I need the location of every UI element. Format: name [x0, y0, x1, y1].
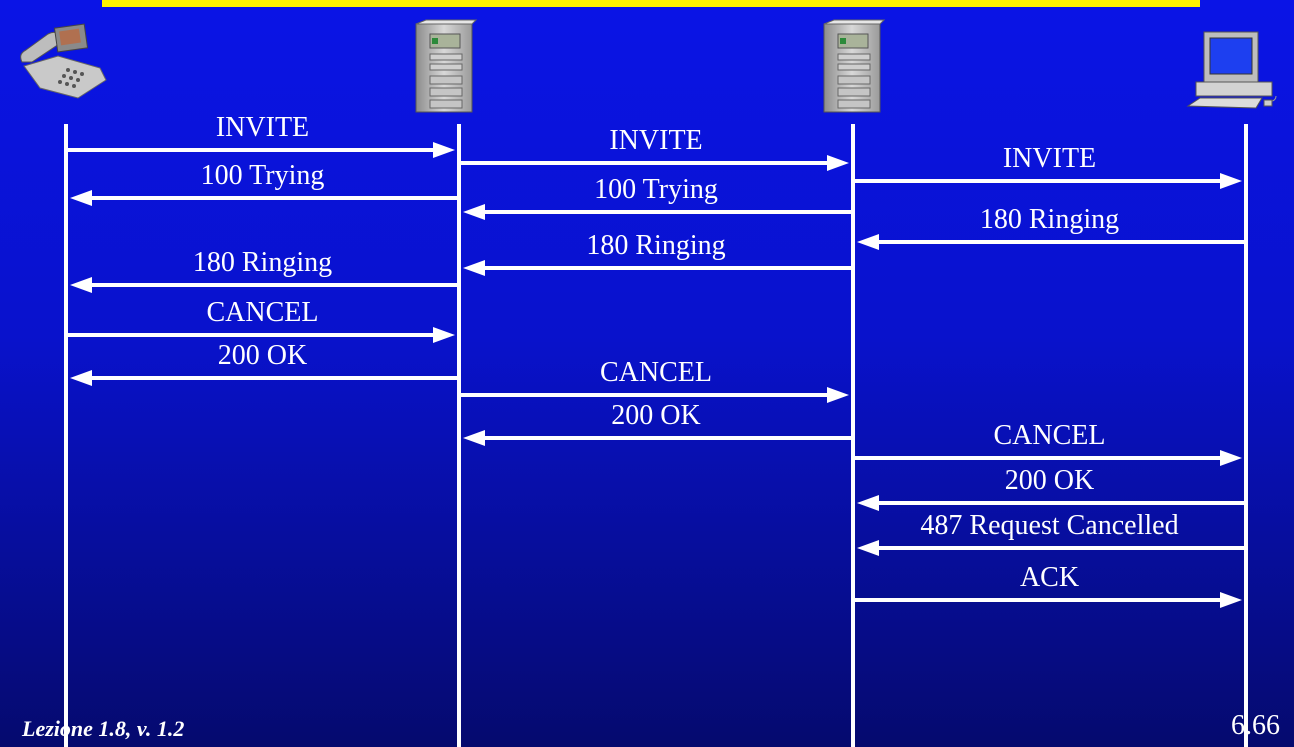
server-icon [824, 20, 884, 112]
arrow-head [1220, 450, 1242, 466]
message-label: CANCEL [207, 298, 319, 328]
arrow-head [1220, 173, 1242, 189]
arrow-head [463, 260, 485, 276]
message-arrow [70, 370, 457, 386]
message-label: INVITE [609, 126, 702, 156]
message-arrow [463, 260, 851, 276]
arrow-head [433, 142, 455, 158]
arrow-head [433, 327, 455, 343]
title-accent-bar [102, 0, 1200, 7]
message-arrow [70, 277, 457, 293]
message-arrow [461, 155, 849, 171]
message-label: 180 Ringing [193, 248, 332, 278]
message-label: 200 OK [1005, 466, 1094, 496]
arrow-head [1220, 592, 1242, 608]
message-label: 200 OK [218, 341, 307, 371]
page-number: 6.66 [1231, 710, 1280, 742]
message-label: 487 Request Cancelled [920, 511, 1178, 541]
arrow-head [463, 204, 485, 220]
server-icon [416, 20, 476, 112]
message-arrow [70, 190, 457, 206]
message-arrow [855, 173, 1242, 189]
arrow-head [70, 277, 92, 293]
footer-text: Lezione 1.8, v. 1.2 [22, 716, 184, 742]
arrow-head [857, 540, 879, 556]
arrow-head [70, 370, 92, 386]
arrow-head [857, 495, 879, 511]
message-label: CANCEL [600, 358, 712, 388]
message-label: 100 Trying [594, 175, 718, 205]
message-label: INVITE [216, 113, 309, 143]
message-arrow [855, 592, 1242, 608]
message-label: 180 Ringing [586, 231, 725, 261]
phone-icon [21, 24, 106, 98]
arrow-head [70, 190, 92, 206]
arrow-head [463, 430, 485, 446]
message-label: 180 Ringing [980, 205, 1119, 235]
message-label: INVITE [1003, 144, 1096, 174]
message-label: 200 OK [611, 401, 700, 431]
message-arrow [68, 142, 455, 158]
message-arrow [857, 234, 1244, 250]
message-label: ACK [1020, 563, 1079, 593]
message-arrow [463, 204, 851, 220]
arrow-head [827, 155, 849, 171]
arrow-head [857, 234, 879, 250]
computer-icon [1188, 32, 1276, 108]
arrow-head [827, 387, 849, 403]
message-arrow [463, 430, 851, 446]
message-arrow [857, 495, 1244, 511]
message-arrow [855, 450, 1242, 466]
message-arrow [857, 540, 1244, 556]
message-label: 100 Trying [201, 161, 325, 191]
message-label: CANCEL [994, 421, 1106, 451]
